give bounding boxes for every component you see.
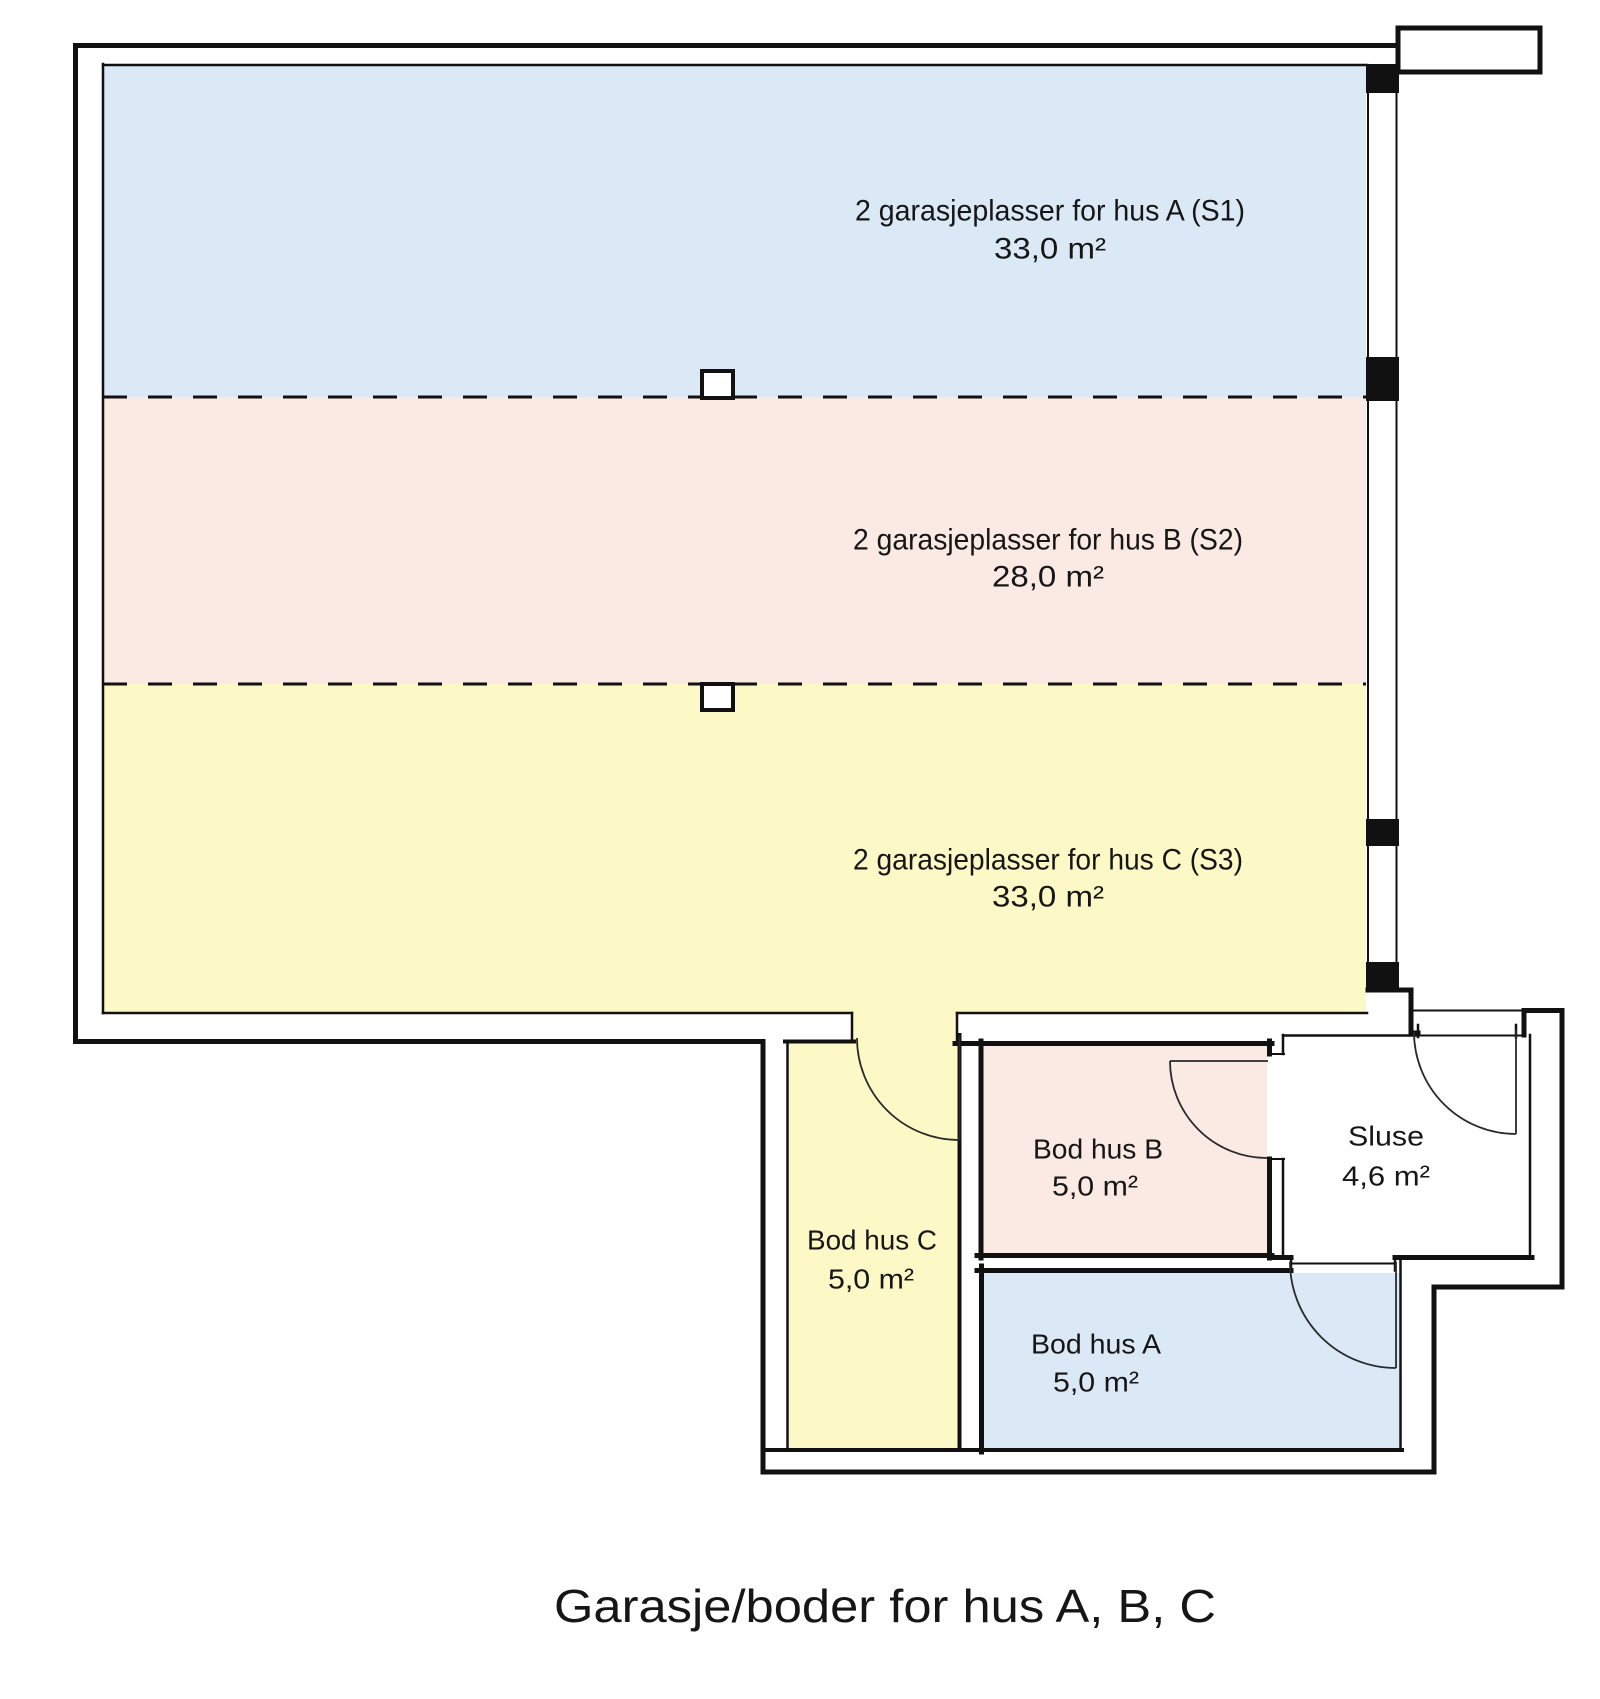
room-garage-hus-b <box>103 397 1366 684</box>
parking-dividers <box>103 369 1366 712</box>
window-wall-pier-1 <box>1366 64 1399 93</box>
garage-c-area: 33,0 m² <box>992 881 1104 914</box>
garage-a-area: 33,0 m² <box>994 233 1106 266</box>
garage-c-label: 2 garasjeplasser for hus C (S3) <box>853 844 1243 877</box>
bod-c-label: Bod hus C <box>807 1225 937 1256</box>
room-bod-hus-a <box>983 1273 1399 1448</box>
garage-a-label: 2 garasjeplasser for hus A (S1) <box>855 195 1245 228</box>
room-sluse <box>1284 1037 1529 1256</box>
column-lower <box>700 682 735 712</box>
room-garage-hus-c-and-bod-c <box>103 684 1366 1448</box>
window-wall-pier-3 <box>1366 819 1399 846</box>
bod-a-label: Bod hus A <box>1031 1329 1161 1360</box>
plan-title: Garasje/boder for hus A, B, C <box>554 1580 1216 1632</box>
bod-c-area: 5,0 m² <box>828 1264 914 1295</box>
labels: 2 garasjeplasser for hus A (S1) 33,0 m² … <box>554 195 1430 1633</box>
garage-b-label: 2 garasjeplasser for hus B (S2) <box>853 524 1243 557</box>
bod-a-area: 5,0 m² <box>1053 1367 1139 1398</box>
bod-b-label: Bod hus B <box>1033 1134 1163 1165</box>
window-wall-pier-4 <box>1366 962 1399 991</box>
bod-b-door-arc <box>1169 1060 1268 1159</box>
garage-b-area: 28,0 m² <box>992 561 1104 594</box>
sluse-area: 4,6 m² <box>1342 1161 1430 1192</box>
room-garage-hus-a <box>103 65 1366 397</box>
room-fills <box>103 65 1529 1448</box>
room-bod-hus-b <box>983 1046 1267 1254</box>
doors <box>856 1030 1517 1369</box>
column-upper <box>700 369 735 400</box>
bod-c-door-arc <box>856 1037 960 1141</box>
sluse-exterior-door-arc <box>1413 1031 1517 1135</box>
window-wall-pier-2 <box>1366 357 1399 401</box>
outer-wall-top-right-protrusion <box>1395 25 1543 75</box>
outer-wall <box>73 43 1565 1475</box>
sluse-label: Sluse <box>1348 1121 1424 1152</box>
bod-b-area: 5,0 m² <box>1052 1171 1138 1202</box>
walls <box>73 25 1565 1475</box>
bod-a-door-arc <box>1289 1261 1397 1369</box>
